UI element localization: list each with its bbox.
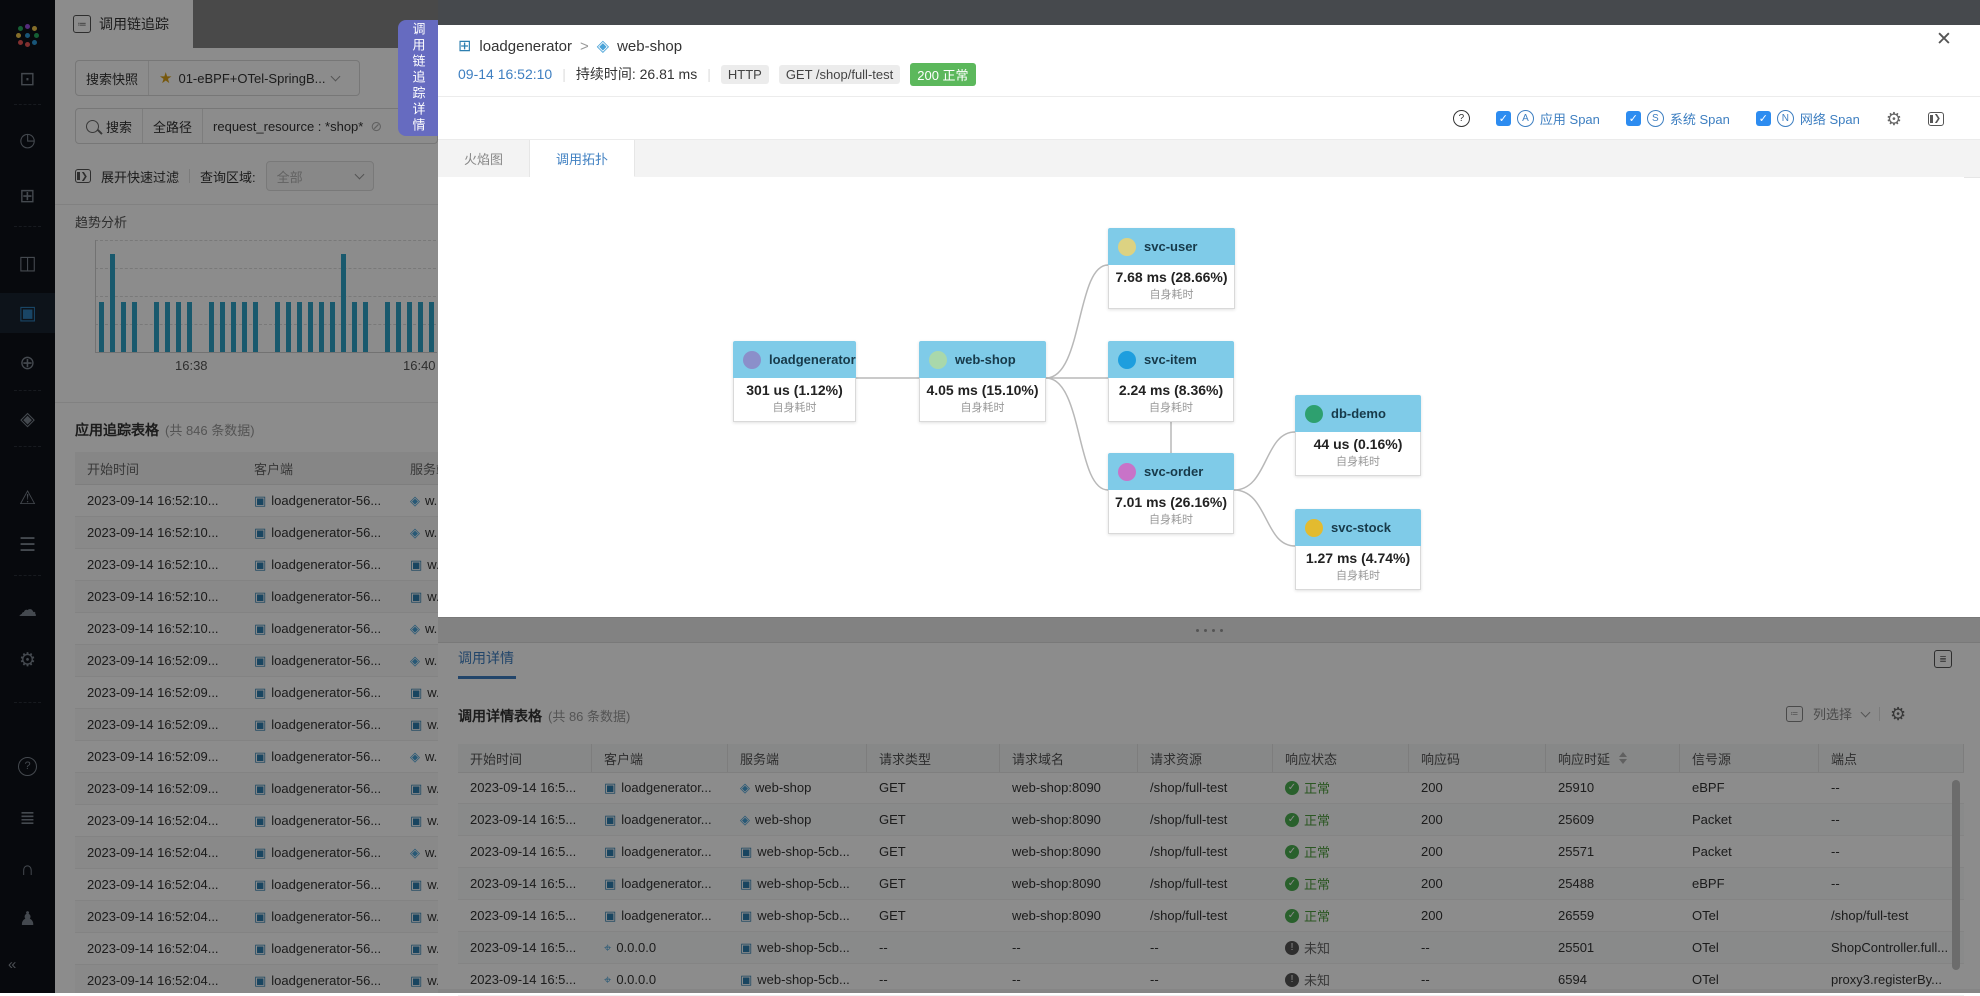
service-color-dot	[1305, 405, 1323, 423]
collapse-panel-icon[interactable]: ❯	[1928, 112, 1944, 126]
service-color-dot	[743, 351, 761, 369]
span-filter-toolbar: ? ✓ A 应用 Span ✓ S 系统 Span ✓ N 网络 Span ⚙ …	[438, 98, 1980, 140]
view-tab[interactable]: 火焰图	[438, 140, 530, 177]
protocol-chip: HTTP	[721, 65, 769, 84]
web-shop-icon: ◈	[597, 36, 609, 56]
request-chip: GET /shop/full-test	[779, 65, 900, 84]
breadcrumb-server: web-shop	[617, 38, 682, 55]
service-color-dot	[1118, 238, 1136, 256]
service-node[interactable]: svc-user 7.68 ms (28.66%) 自身耗时	[1108, 228, 1235, 309]
checkbox-checked-icon[interactable]: ✓	[1496, 111, 1511, 126]
trace-start-time[interactable]: 09-14 16:52:10	[458, 66, 552, 82]
service-node[interactable]: svc-order 7.01 ms (26.16%) 自身耗时	[1108, 453, 1234, 534]
status-chip: 200 正常	[910, 63, 975, 86]
service-color-dot	[1118, 351, 1136, 369]
trace-detail-side-tab[interactable]: 调用链追踪详情	[398, 20, 438, 136]
span-type-badge: N	[1777, 110, 1794, 127]
service-color-dot	[929, 351, 947, 369]
service-node[interactable]: web-shop 4.05 ms (15.10%) 自身耗时	[919, 341, 1046, 422]
trace-meta-row: 09-14 16:52:10 | 持续时间: 26.81 ms | HTTP G…	[458, 62, 976, 86]
view-tabs: 火焰图调用拓扑	[438, 140, 1980, 178]
service-node[interactable]: loadgenerator 301 us (1.12%) 自身耗时	[733, 341, 856, 422]
breadcrumb: ⊞ loadgenerator > ◈ web-shop	[458, 34, 682, 58]
window-top-strip	[438, 0, 1980, 25]
loadgenerator-icon: ⊞	[458, 36, 471, 56]
gear-icon[interactable]: ⚙	[1886, 110, 1902, 128]
span-toggle[interactable]: ✓ S 系统 Span	[1626, 109, 1730, 128]
service-node[interactable]: db-demo 44 us (0.16%) 自身耗时	[1295, 395, 1421, 476]
breadcrumb-client: loadgenerator	[479, 38, 572, 55]
checkbox-checked-icon[interactable]: ✓	[1756, 111, 1771, 126]
service-color-dot	[1118, 463, 1136, 481]
trace-duration: 持续时间: 26.81 ms	[576, 64, 697, 84]
view-tab[interactable]: 调用拓扑	[530, 140, 635, 177]
dim-overlay-left	[0, 0, 438, 993]
span-toggle[interactable]: ✓ A 应用 Span	[1496, 109, 1600, 128]
span-type-badge: S	[1647, 110, 1664, 127]
divider	[438, 96, 1980, 97]
service-node[interactable]: svc-stock 1.27 ms (4.74%) 自身耗时	[1295, 509, 1421, 590]
close-icon[interactable]: ✕	[1936, 28, 1952, 51]
call-topology-canvas[interactable]: loadgenerator 301 us (1.12%) 自身耗时 web-sh…	[438, 177, 1964, 617]
service-color-dot	[1305, 519, 1323, 537]
service-node[interactable]: svc-item 2.24 ms (8.36%) 自身耗时	[1108, 341, 1234, 422]
checkbox-checked-icon[interactable]: ✓	[1626, 111, 1641, 126]
span-type-badge: A	[1517, 110, 1534, 127]
span-toggle[interactable]: ✓ N 网络 Span	[1756, 109, 1860, 128]
help-icon[interactable]: ?	[1453, 110, 1470, 127]
dim-overlay-bottom	[438, 617, 1980, 993]
